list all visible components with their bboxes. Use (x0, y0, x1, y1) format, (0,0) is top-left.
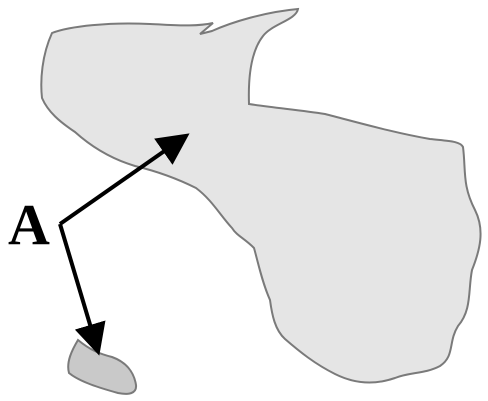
label-a: A (8, 192, 50, 257)
arrow-to-main-region (58, 133, 190, 226)
small-region-shape (67, 338, 138, 395)
main-region-shape (40, 7, 482, 384)
arrow-to-small-region (58, 223, 106, 356)
